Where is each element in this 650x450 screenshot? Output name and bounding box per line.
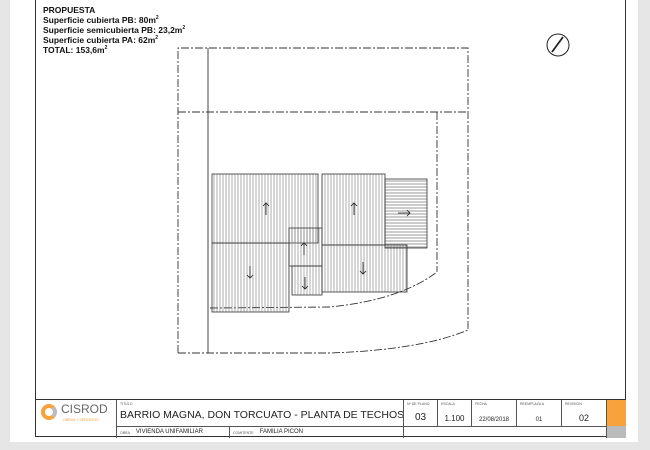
deck-panel bbox=[384, 178, 428, 249]
roof-panel bbox=[321, 244, 408, 293]
arrow-down-icon bbox=[301, 277, 309, 290]
arrow-right-icon bbox=[398, 209, 411, 217]
note-line: TOTAL: 153,6m2 bbox=[43, 45, 108, 55]
lot-lines bbox=[177, 47, 469, 354]
titulo-cell: TITULO BARRIO MAGNA, DON TORCUATO - PLAN… bbox=[117, 400, 403, 427]
note-line: Superficie cubierta PA: 62m2 bbox=[43, 35, 159, 45]
roof-panels bbox=[211, 173, 428, 313]
slope-arrows bbox=[246, 202, 411, 290]
roof-panel bbox=[288, 227, 323, 267]
roof-panel bbox=[321, 173, 386, 246]
north-icon bbox=[546, 33, 570, 57]
title-block: CISROD OBRAS Y SERVICIOS TITULO BARRIO M… bbox=[35, 399, 626, 438]
arrow-down-icon bbox=[246, 266, 254, 279]
arrow-down-icon bbox=[359, 262, 367, 275]
roof-panel bbox=[291, 265, 323, 296]
color-tab bbox=[607, 400, 626, 438]
company-logo: CISROD OBRAS Y SERVICIOS bbox=[35, 400, 117, 438]
notes-heading: PROPUESTA bbox=[43, 5, 96, 15]
note-line: Superficie cubierta PB: 80m2 bbox=[43, 15, 159, 25]
note-line: Superficie semicubierta PB: 23,2m2 bbox=[43, 25, 186, 35]
arrow-up-icon bbox=[262, 202, 270, 215]
area-notes: PROPUESTA Superficie cubierta PB: 80m2 S… bbox=[43, 5, 185, 55]
drawing-frame bbox=[35, 0, 626, 437]
arrow-up-icon bbox=[350, 202, 358, 215]
arrow-up-icon bbox=[300, 242, 308, 255]
